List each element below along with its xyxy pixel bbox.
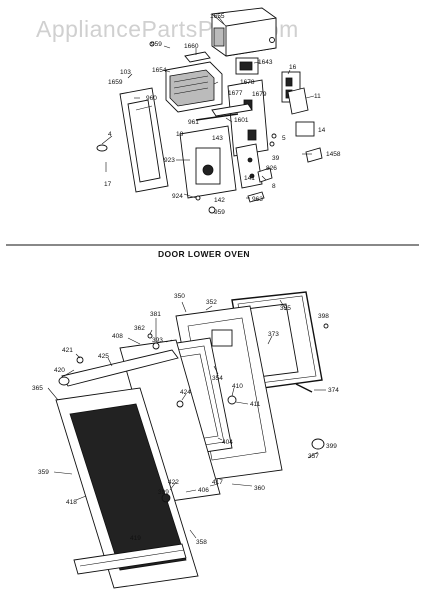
callout: 420 (54, 367, 65, 374)
callout: 359 (38, 469, 49, 476)
part-cap-399 (311, 438, 325, 450)
callout: 410 (232, 383, 243, 390)
callout: 1678 (240, 79, 255, 86)
callout: 1677 (228, 90, 243, 97)
callout: 103 (120, 69, 131, 76)
callout: 141 (244, 175, 255, 182)
callout: 354 (212, 375, 223, 382)
callout: 381 (150, 311, 161, 318)
leader-lines-bottom (47, 299, 326, 539)
part-clip-826 (257, 167, 273, 183)
callout: 425 (98, 353, 109, 360)
part-screw-924 (195, 195, 201, 201)
part-screw-5 (271, 133, 277, 139)
callout: 418 (66, 499, 77, 506)
callout: 11 (314, 93, 321, 100)
callout: 143 (212, 135, 223, 142)
callout: 959 (214, 209, 225, 216)
section-caption: DOOR LOWER OVEN (158, 249, 250, 259)
callout: 360 (254, 485, 265, 492)
part-screw-381 (152, 342, 160, 350)
callout: 963 (252, 196, 263, 203)
part-bracket-424 (176, 400, 184, 408)
door-assembly (55, 291, 329, 589)
callout: 1679 (252, 91, 267, 98)
callout: 826 (266, 165, 277, 172)
callout: 1660 (184, 43, 199, 50)
part-hinge-410 (227, 395, 237, 405)
top-callouts: 1655 959 1660 1643 16 103 1654 1678 1659… (104, 13, 341, 216)
callout: 373 (268, 331, 279, 338)
part-center-panel (179, 125, 237, 199)
callout: 1654 (152, 67, 167, 74)
callout: 960 (146, 95, 157, 102)
callout: 18 (176, 131, 184, 138)
callout: 424 (180, 389, 191, 396)
callout: 1659 (108, 79, 123, 86)
callout: 1655 (210, 13, 225, 20)
callout: 5 (282, 135, 286, 142)
callout: 39 (272, 155, 280, 162)
part-sensor-1458 (305, 147, 323, 163)
callout: 404 (222, 439, 233, 446)
callout: 352 (206, 299, 217, 306)
callout: 357 (308, 453, 319, 460)
callout: 4 (108, 131, 112, 138)
callout: 399 (158, 489, 169, 496)
callout: 422 (168, 479, 179, 486)
callout: 959 (151, 41, 162, 48)
callout: 362 (134, 325, 145, 332)
part-side-frame (119, 87, 169, 193)
callout: 355 (280, 305, 291, 312)
callout: 8 (272, 183, 276, 190)
bottom-callouts: 350 352 355 381 398 362 373 408 393 421 … (32, 293, 339, 546)
callout: 365 (32, 385, 43, 392)
callout: 419 (130, 535, 141, 542)
callout: 16 (289, 64, 297, 71)
part-screw-959 (208, 206, 216, 214)
part-relay (235, 57, 259, 75)
part-handle (58, 349, 179, 387)
part-screw-959-top (149, 41, 155, 47)
callout: 1601 (234, 117, 249, 124)
part-screw-39 (269, 141, 275, 147)
callout: 399 (326, 443, 337, 450)
callout: 374 (328, 387, 339, 394)
part-switch-plate (235, 143, 263, 189)
part-knob-4 (96, 144, 108, 152)
callout: 142 (214, 197, 225, 204)
part-relay-14 (295, 121, 315, 137)
callout: 358 (196, 539, 207, 546)
part-screw-398 (323, 323, 329, 329)
callout: 398 (318, 313, 329, 320)
control-panel-assembly (96, 7, 323, 214)
callout: 14 (318, 127, 326, 134)
part-outer-glass (55, 387, 199, 589)
callout: 1643 (258, 59, 273, 66)
part-back-box (211, 7, 277, 57)
callout: 421 (62, 347, 73, 354)
callout: 406 (198, 487, 209, 494)
callout: 350 (174, 293, 185, 300)
callout: 417 (212, 479, 223, 486)
leader-lines-top (101, 15, 315, 199)
part-screw-399 (161, 493, 171, 503)
callout: 924 (172, 193, 183, 200)
callout: 411 (250, 401, 261, 408)
callout: 961 (188, 119, 199, 126)
part-clip-963 (247, 191, 265, 203)
callout: 393 (152, 337, 163, 344)
callout: 17 (104, 181, 112, 188)
part-control-board (165, 61, 223, 113)
callout: 408 (112, 333, 123, 340)
callout: 1458 (326, 151, 341, 158)
part-screw-421 (76, 356, 84, 364)
callout: 923 (164, 157, 175, 164)
